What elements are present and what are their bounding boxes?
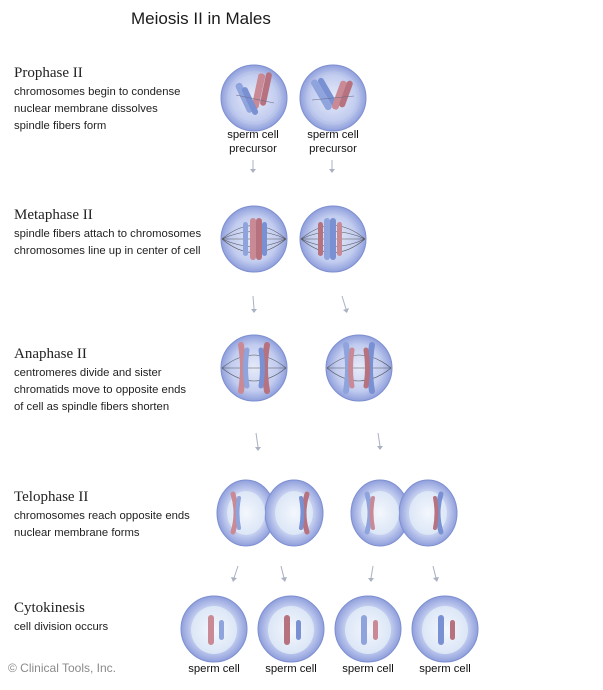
metaphase-cell-right (299, 205, 367, 273)
sperm-cell-2 (257, 595, 325, 663)
label-line: sperm cell (227, 129, 279, 141)
phase-desc-metaphase: spindle fibers attach to chromosomes chr… (14, 226, 201, 260)
desc-line: spindle fibers form (14, 120, 107, 132)
label-line: precursor (229, 143, 277, 155)
desc-line: centromeres divide and sister (14, 367, 162, 379)
phase-desc-telophase: chromosomes reach opposite ends nuclear … (14, 508, 190, 542)
arrow-icon (368, 565, 374, 582)
desc-line: chromatids move to opposite ends (14, 384, 187, 396)
arrow-icon (341, 295, 349, 313)
anaphase-cell-left (220, 334, 288, 402)
prophase-cell-right (299, 64, 367, 132)
arrow-icon (231, 565, 239, 582)
desc-line: of cell as spindle fibers shorten (14, 401, 170, 413)
desc-line: nuclear membrane dissolves (14, 103, 158, 115)
arrow-icon (377, 432, 383, 450)
phase-name-anaphase: Anaphase II (14, 346, 87, 362)
cell-label-sperm-4: sperm cell (419, 663, 471, 675)
cell-label-precursor-right: sperm cell precursor (288, 128, 378, 156)
prophase-cell-left (220, 64, 288, 132)
telophase-cell-left (216, 479, 324, 547)
desc-line: chromosomes line up in center of cell (14, 245, 201, 257)
phase-desc-anaphase: centromeres divide and sister chromatids… (14, 365, 186, 416)
desc-line: nuclear membrane forms (14, 527, 140, 539)
desc-line: chromosomes reach opposite ends (14, 510, 190, 522)
label-line: precursor (309, 143, 357, 155)
metaphase-cell-left (220, 205, 288, 273)
phase-desc-cytokinesis: cell division occurs (14, 619, 108, 636)
cell-label-sperm-3: sperm cell (342, 663, 394, 675)
flow-arrows (231, 160, 439, 582)
cell-label-precursor-left: sperm cell precursor (208, 128, 298, 156)
arrow-icon (250, 160, 256, 173)
phase-name-prophase: Prophase II (14, 65, 83, 81)
phase-desc-prophase: chromosomes begin to condense nuclear me… (14, 84, 180, 135)
desc-line: cell division occurs (14, 621, 109, 633)
diagram-title: Meiosis II in Males (131, 9, 271, 28)
phase-name-telophase: Telophase II (14, 489, 89, 505)
desc-line: chromosomes begin to condense (14, 86, 181, 98)
arrow-icon (329, 160, 335, 173)
arrow-icon (255, 432, 261, 451)
copyright-text: © Clinical Tools, Inc. (8, 661, 116, 675)
arrow-icon (432, 565, 439, 582)
phase-name-cytokinesis: Cytokinesis (14, 600, 85, 616)
arrow-icon (251, 295, 257, 313)
telophase-cell-right (350, 479, 458, 547)
label-line: sperm cell (307, 129, 359, 141)
cell-label-sperm-1: sperm cell (188, 663, 240, 675)
phase-name-metaphase: Metaphase II (14, 207, 93, 223)
sperm-cell-3 (334, 595, 402, 663)
arrow-icon (280, 565, 287, 582)
anaphase-cell-right (325, 334, 393, 402)
sperm-cell-4 (411, 595, 479, 663)
sperm-cell-1 (180, 595, 248, 663)
cell-label-sperm-2: sperm cell (265, 663, 317, 675)
desc-line: spindle fibers attach to chromosomes (14, 228, 202, 240)
